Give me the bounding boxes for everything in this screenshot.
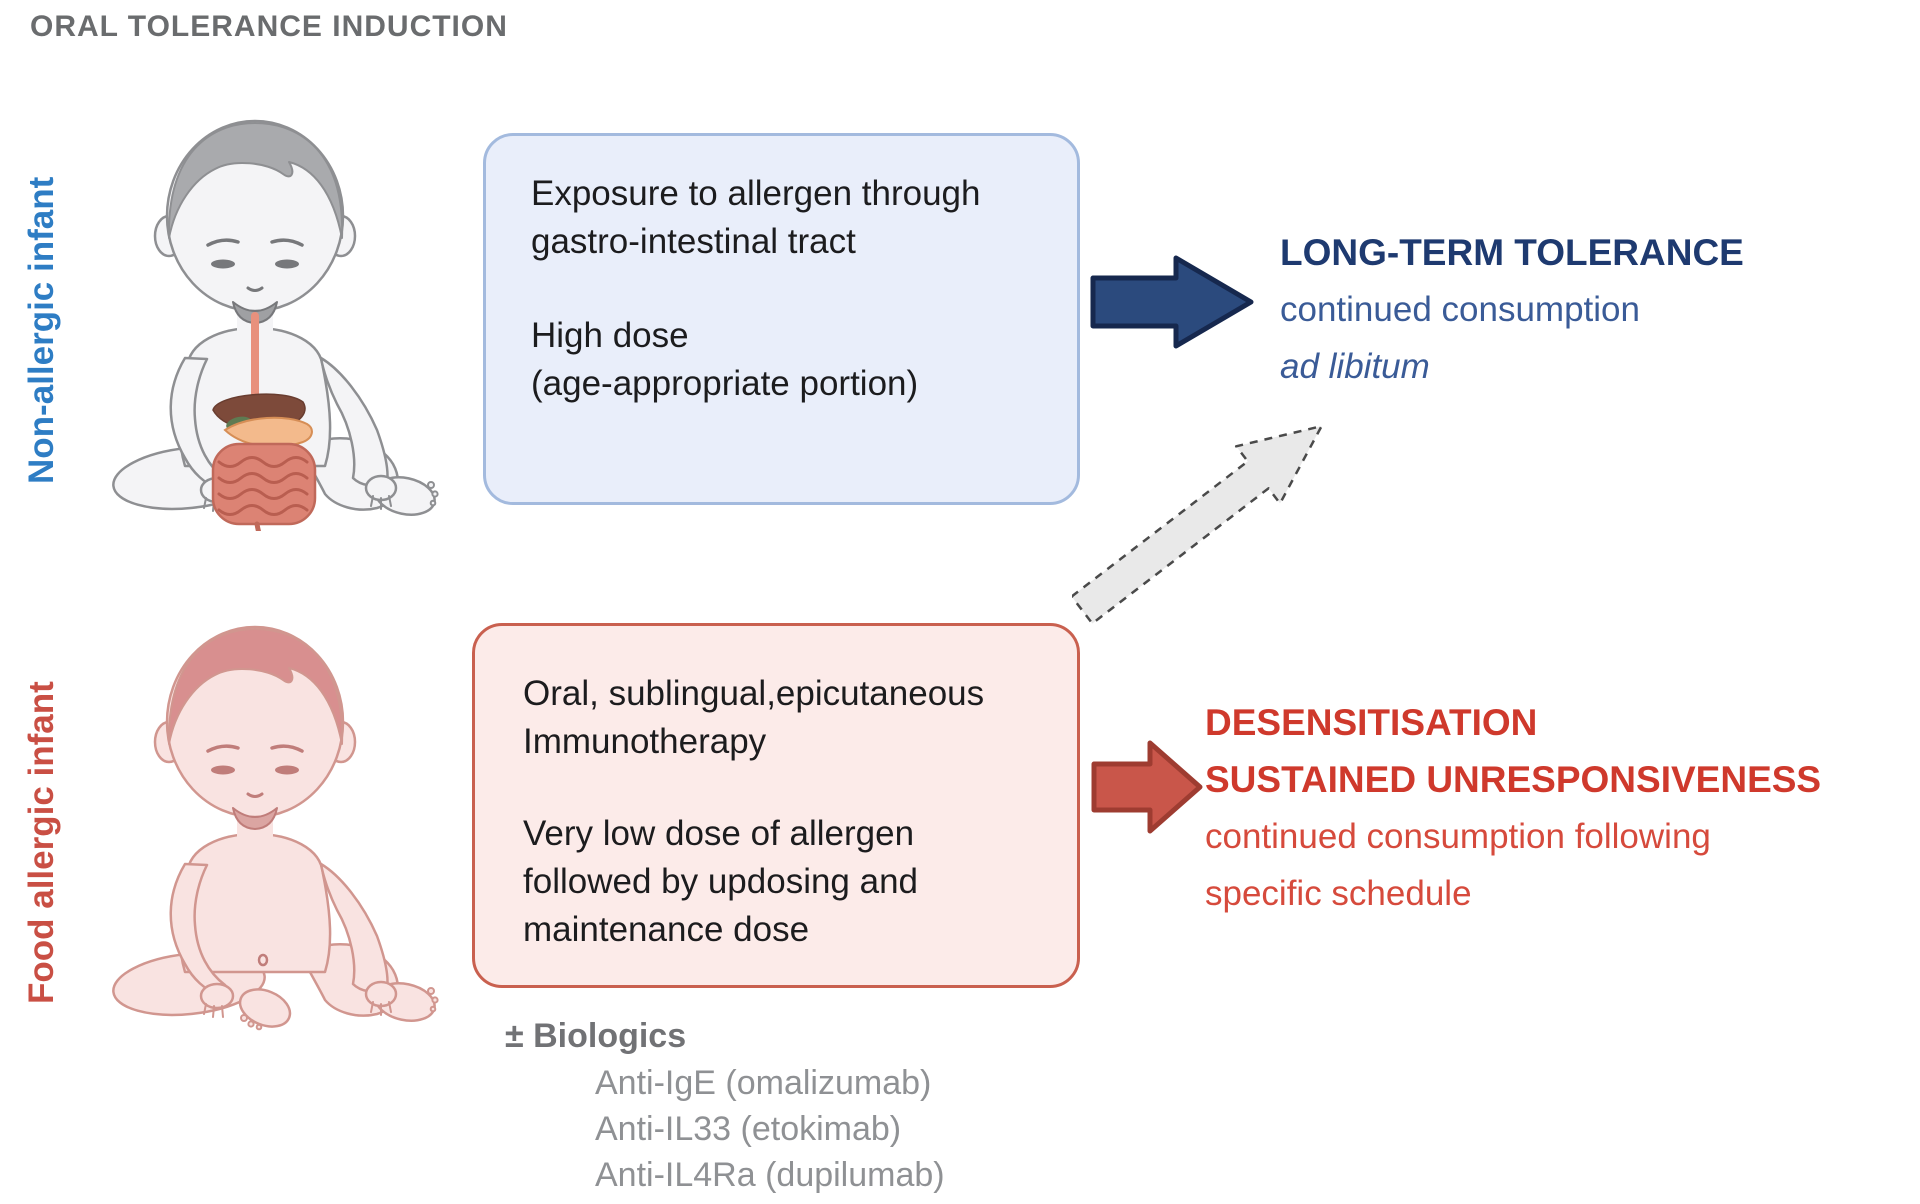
spacer [531, 266, 1047, 312]
box-text-line: maintenance dose [523, 910, 810, 949]
outcome-text-latin: ad libitum [1280, 347, 1430, 386]
outcome-text: specific schedule [1205, 874, 1472, 913]
box-text-line: High dose [531, 316, 689, 355]
box-text-line: Oral, sublingual,epicutaneous [523, 674, 985, 713]
outcome-heading: LONG-TERM TOLERANCE [1280, 232, 1744, 273]
box-text-line: gastro-intestinal tract [531, 222, 856, 261]
row-label-food-allergic-infant: Food allergic infant [22, 681, 61, 1004]
desensitisation-outcome: DESENSITISATION SUSTAINED UNRESPONSIVENE… [1205, 700, 1821, 928]
outcome-heading: SUSTAINED UNRESPONSIVENESS [1205, 759, 1822, 800]
box-text-line: Very low dose of allergen [523, 814, 915, 853]
biologics-heading: ± Biologics [505, 1017, 687, 1055]
biologics-item: Anti-IgE (omalizumab) [595, 1064, 932, 1102]
blue-right-arrow-icon [1090, 255, 1254, 349]
outcome-text: continued consumption [1280, 290, 1640, 329]
outcome-text: continued consumption following [1205, 817, 1711, 856]
biologics-list: Anti-IgE (omalizumab) Anti-IL33 (etokima… [595, 1060, 945, 1198]
biologics-item: Anti-IL4Ra (dupilumab) [595, 1156, 945, 1194]
dashed-diagonal-arrow-icon [1072, 424, 1323, 625]
spacer [523, 766, 1047, 810]
food-allergic-immunotherapy-box: Oral, sublingual,epicutaneous Immunother… [472, 623, 1080, 988]
infant-body [110, 627, 439, 1034]
row-label-non-allergic-infant: Non-allergic infant [22, 176, 61, 484]
food-allergic-infant-illustration [110, 627, 439, 1034]
non-allergic-infant-illustration [110, 121, 439, 531]
outcome-heading: DESENSITISATION [1205, 702, 1538, 743]
long-term-tolerance-outcome: LONG-TERM TOLERANCE continued consumptio… [1280, 230, 1744, 401]
diagram-title: ORAL TOLERANCE INDUCTION [30, 10, 508, 43]
biologics-item: Anti-IL33 (etokimab) [595, 1110, 902, 1148]
biologics-section: ± Biologics Anti-IgE (omalizumab) Anti-I… [505, 1014, 945, 1198]
non-allergic-exposure-box: Exposure to allergen through gastro-inte… [483, 133, 1080, 505]
box-text-line: followed by updosing and [523, 862, 919, 901]
rectum [254, 521, 262, 531]
belly-button [257, 953, 269, 967]
box-text-line: Immunotherapy [523, 722, 767, 761]
box-text-line: Exposure to allergen through [531, 174, 981, 213]
box-text-line: (age-appropriate portion) [531, 364, 919, 403]
red-right-arrow-icon [1091, 740, 1203, 834]
gi-tract-illustration [211, 312, 317, 531]
